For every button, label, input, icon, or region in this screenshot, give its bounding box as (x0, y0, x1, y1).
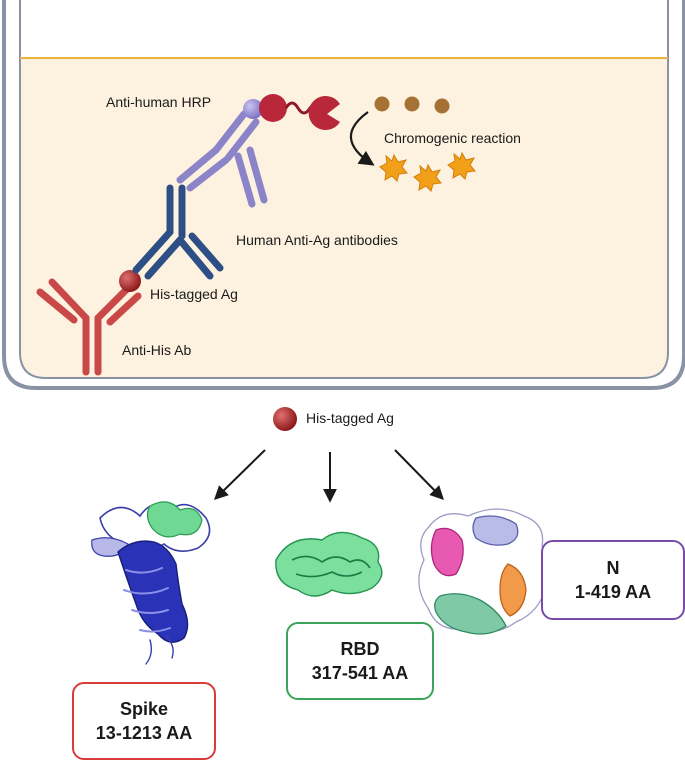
spike-box: Spike 13-1213 AA (72, 682, 216, 760)
product-star (379, 153, 408, 182)
anti-his-antibody (36, 278, 142, 376)
rbd-range: 317-541 AA (311, 663, 409, 683)
well-liquid (20, 58, 668, 378)
product-star (413, 163, 442, 192)
hrp-enzyme-pacman (308, 96, 340, 131)
antigen-arrows (213, 449, 444, 503)
well-inner-outline (19, 0, 669, 379)
substrate-dot (404, 96, 420, 112)
well-outline (2, 0, 685, 390)
hrp-enzyme-head (259, 94, 287, 122)
rbd-protein-structure (275, 531, 383, 597)
spike-name: Spike (119, 699, 169, 719)
arrow-to-spike (213, 449, 266, 500)
hrp-conjugate-bead (243, 99, 263, 119)
spike-protein-structure (91, 501, 211, 665)
legend-bead-icon (273, 407, 297, 431)
substrate-dot (434, 98, 450, 114)
his-tagged-ag-bead (119, 270, 141, 292)
substrate-dot (374, 96, 390, 112)
spike-range: 13-1213 AA (95, 723, 193, 743)
product-star (447, 151, 476, 180)
anti-human-hrp-antibody (176, 110, 268, 208)
arrow-to-n (394, 449, 444, 501)
rbd-box: RBD 317-541 AA (286, 622, 434, 700)
n-box: N 1-419 AA (541, 540, 685, 620)
label-chromogenic-reaction: Chromogenic reaction (384, 130, 521, 146)
reaction-arrow (349, 111, 375, 166)
human-anti-ag-antibody (132, 184, 224, 280)
legend-his-tagged-ag: His-tagged Ag (306, 410, 394, 426)
label-anti-his-ab: Anti-His Ab (122, 342, 192, 358)
label-human-anti-ag-antibodies: Human Anti-Ag antibodies (236, 232, 398, 248)
label-anti-human-hrp: Anti-human HRP (106, 94, 212, 110)
label-his-tagged-ag: His-tagged Ag (150, 286, 238, 302)
chromogenic-product-stars (379, 151, 476, 192)
n-name: N (606, 558, 620, 578)
n-protein-structure (418, 508, 550, 635)
n-range: 1-419 AA (574, 582, 652, 602)
rbd-name: RBD (340, 639, 380, 659)
elisa-well (2, 0, 685, 390)
